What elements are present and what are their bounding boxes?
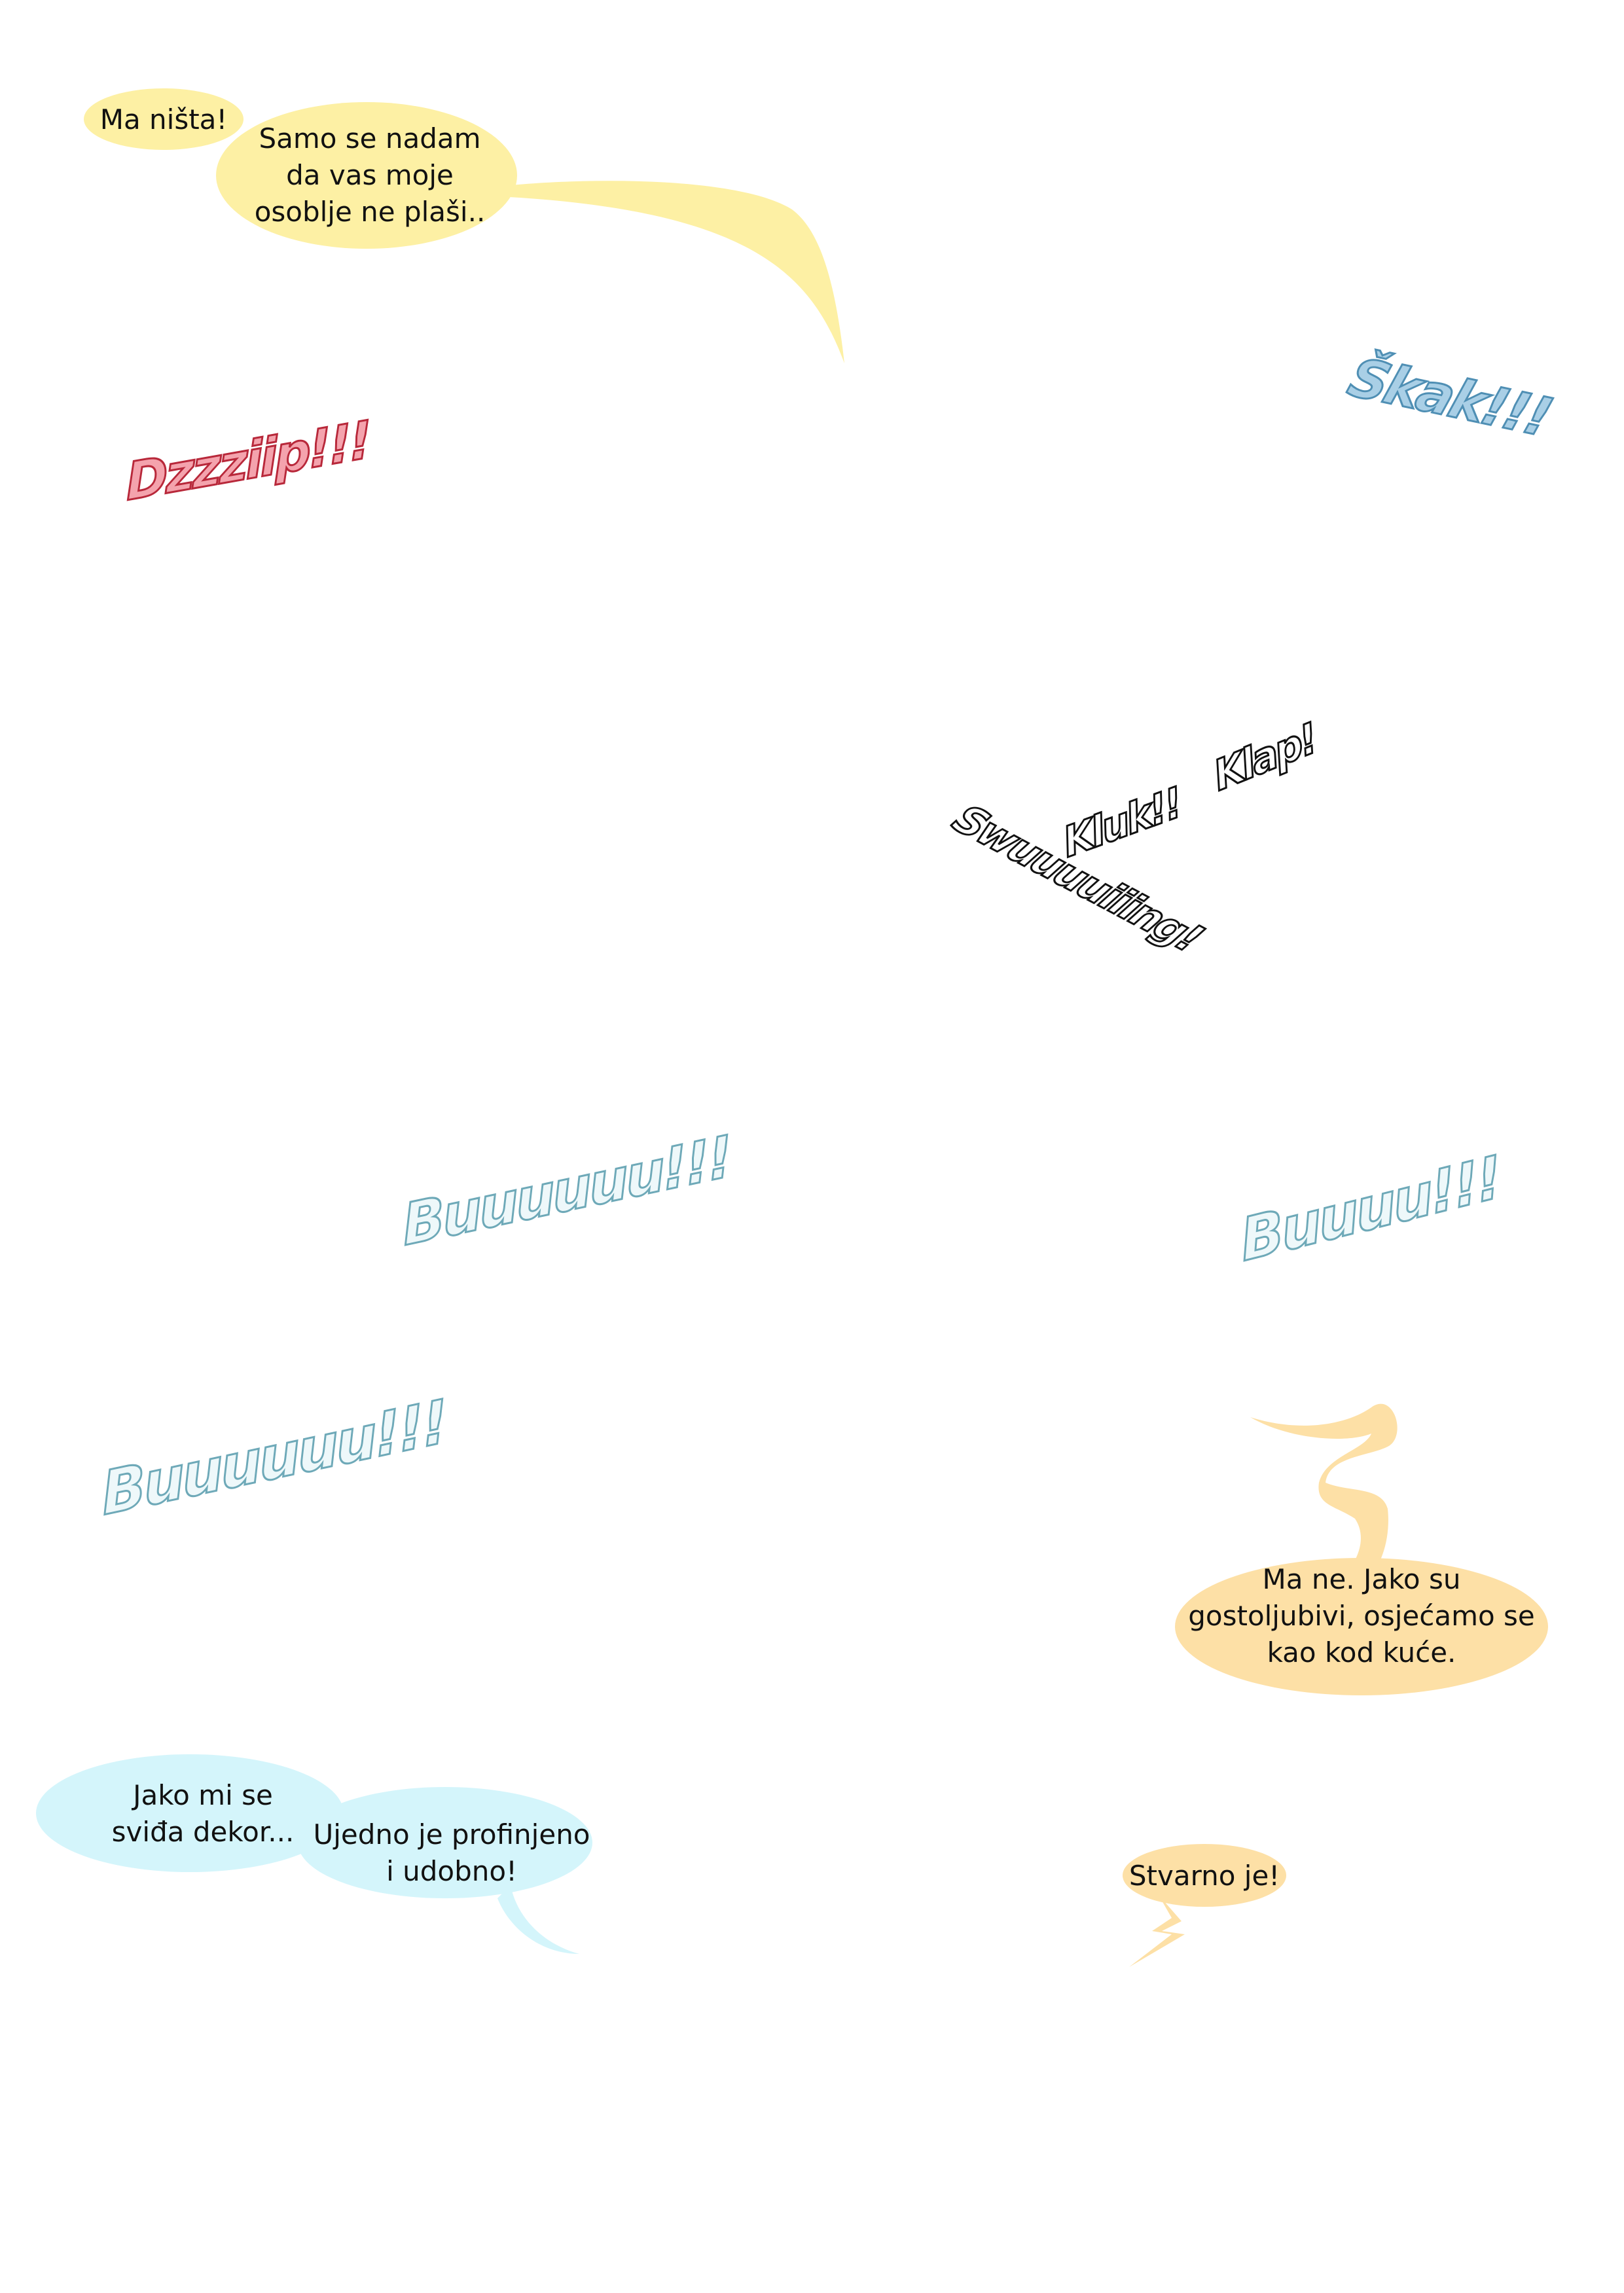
bubble-ujedno-shape [298, 1787, 592, 1954]
bubble-stvarno-shape [1123, 1844, 1286, 1967]
bubble-samo-se-nadam-shape [216, 102, 844, 363]
bubble-ma-nista-shape [84, 88, 244, 150]
bubble-ma-nista-text: Ma ništa! [99, 103, 228, 135]
bubble-ma-ne-shape [1175, 1403, 1548, 1695]
bubble-samo-se-nadam-text: Samo se nadam da vas moje osoblje ne pla… [254, 122, 486, 228]
bubble-jako-mi-se-text: Jako mi se sviđa dekor... [111, 1779, 295, 1848]
bubble-ujedno-text: Ujedno je profinjeno i udobno! [313, 1818, 590, 1887]
bubble-stvarno-text: Stvarno je! [1128, 1860, 1280, 1892]
bubble-jako-mi-se-shape [36, 1754, 344, 1872]
bubble-ma-ne-text: Ma ne. Jako su gostoljubivi, osjećamo se… [1188, 1563, 1535, 1669]
